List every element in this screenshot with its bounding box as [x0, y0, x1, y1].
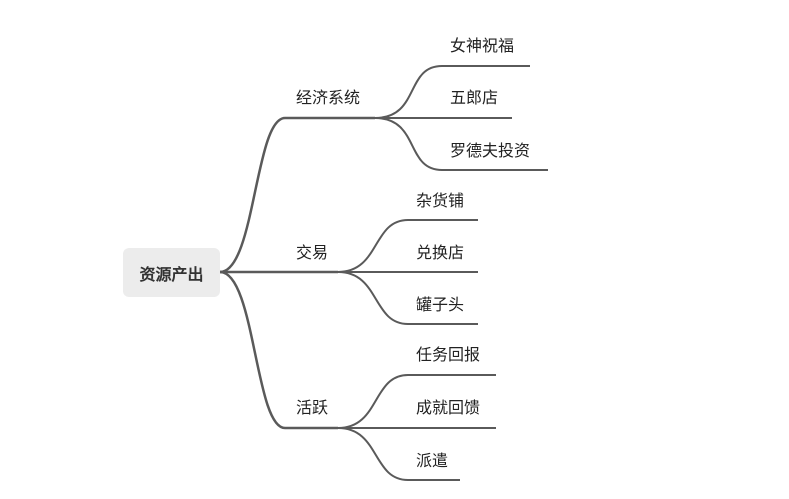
trade-to-child-3	[337, 271, 478, 325]
branch-active-label[interactable]: 活跃	[296, 398, 329, 417]
root-to-branch-active	[219, 270, 286, 430]
economy-to-child-3	[374, 117, 548, 171]
active-child-task-reward[interactable]: 任务回报	[416, 345, 481, 364]
economy-to-child-1	[374, 65, 530, 119]
active-to-child-1	[337, 374, 496, 429]
active-child-achievement-reward[interactable]: 成就回馈	[416, 398, 481, 417]
root-to-branch-economy	[219, 116, 286, 274]
trade-child-grocery[interactable]: 杂货铺	[416, 191, 465, 210]
branch-trade-label[interactable]: 交易	[296, 243, 329, 262]
economy-child-rudolf-investment[interactable]: 罗德夫投资	[450, 141, 531, 160]
root-label: 资源产出	[139, 264, 204, 284]
trade-child-exchange-shop[interactable]: 兑换店	[416, 243, 465, 262]
economy-child-goddess-blessing[interactable]: 女神祝福	[450, 36, 515, 55]
active-child-dispatch[interactable]: 派遣	[416, 451, 449, 470]
root-node[interactable]: 资源产出	[123, 248, 220, 297]
active-to-child-3	[337, 427, 460, 481]
trade-to-child-1	[337, 219, 478, 273]
trade-child-jar[interactable]: 罐子头	[416, 295, 465, 314]
branch-economy-label[interactable]: 经济系统	[296, 88, 361, 107]
economy-child-goro-shop[interactable]: 五郎店	[450, 88, 499, 107]
